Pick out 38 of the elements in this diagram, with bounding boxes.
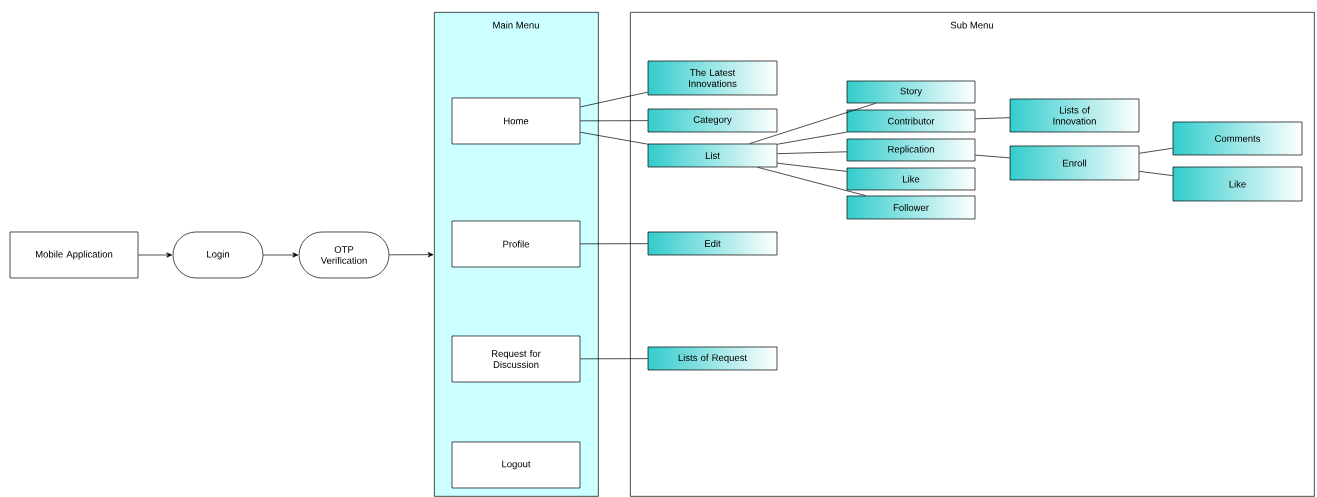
menu-item-box: Lists of Request bbox=[647, 346, 778, 371]
rounded-box: Login bbox=[172, 231, 264, 279]
connector-line bbox=[975, 154, 1010, 159]
menu-item-box: Edit bbox=[647, 231, 778, 256]
connector-line bbox=[580, 131, 648, 145]
menu-item-box: List bbox=[647, 143, 778, 168]
connector-line bbox=[757, 167, 867, 196]
menu-item-box: The Latest Innovations bbox=[647, 60, 778, 96]
menu-item-box: Like bbox=[1172, 166, 1303, 202]
rounded-box: OTP Verification bbox=[298, 231, 390, 279]
connector-line bbox=[580, 120, 648, 122]
menu-item-box: Like bbox=[846, 167, 976, 191]
process-box: Home bbox=[451, 97, 581, 145]
arrow bbox=[263, 252, 299, 258]
connector-line bbox=[1139, 171, 1173, 176]
process-box: Request for Discussion bbox=[451, 335, 581, 383]
menu-item-box: Enroll bbox=[1009, 145, 1140, 181]
process-box: Profile bbox=[451, 220, 581, 268]
arrow bbox=[138, 252, 173, 258]
process-box: Logout bbox=[451, 441, 581, 489]
menu-item-box: Comments bbox=[1172, 121, 1303, 156]
connector-line bbox=[749, 103, 876, 144]
connector-line bbox=[777, 162, 847, 172]
connector-line bbox=[777, 151, 847, 155]
menu-item-box: Follower bbox=[846, 195, 976, 220]
connector-line bbox=[975, 117, 1010, 120]
menu-item-box: Replication bbox=[846, 138, 976, 162]
connector-line bbox=[580, 243, 648, 245]
connector-line bbox=[777, 131, 847, 145]
connector-line bbox=[580, 358, 648, 360]
menu-item-box: Story bbox=[846, 80, 976, 104]
menu-item-box: Contributor bbox=[846, 109, 976, 133]
connector-line bbox=[580, 91, 648, 108]
process-box: Mobile Application bbox=[9, 231, 139, 279]
menu-item-box: Lists of Innovation bbox=[1009, 98, 1140, 133]
menu-item-box: Category bbox=[647, 108, 778, 133]
connector-line bbox=[1139, 147, 1173, 154]
arrow bbox=[389, 252, 434, 258]
